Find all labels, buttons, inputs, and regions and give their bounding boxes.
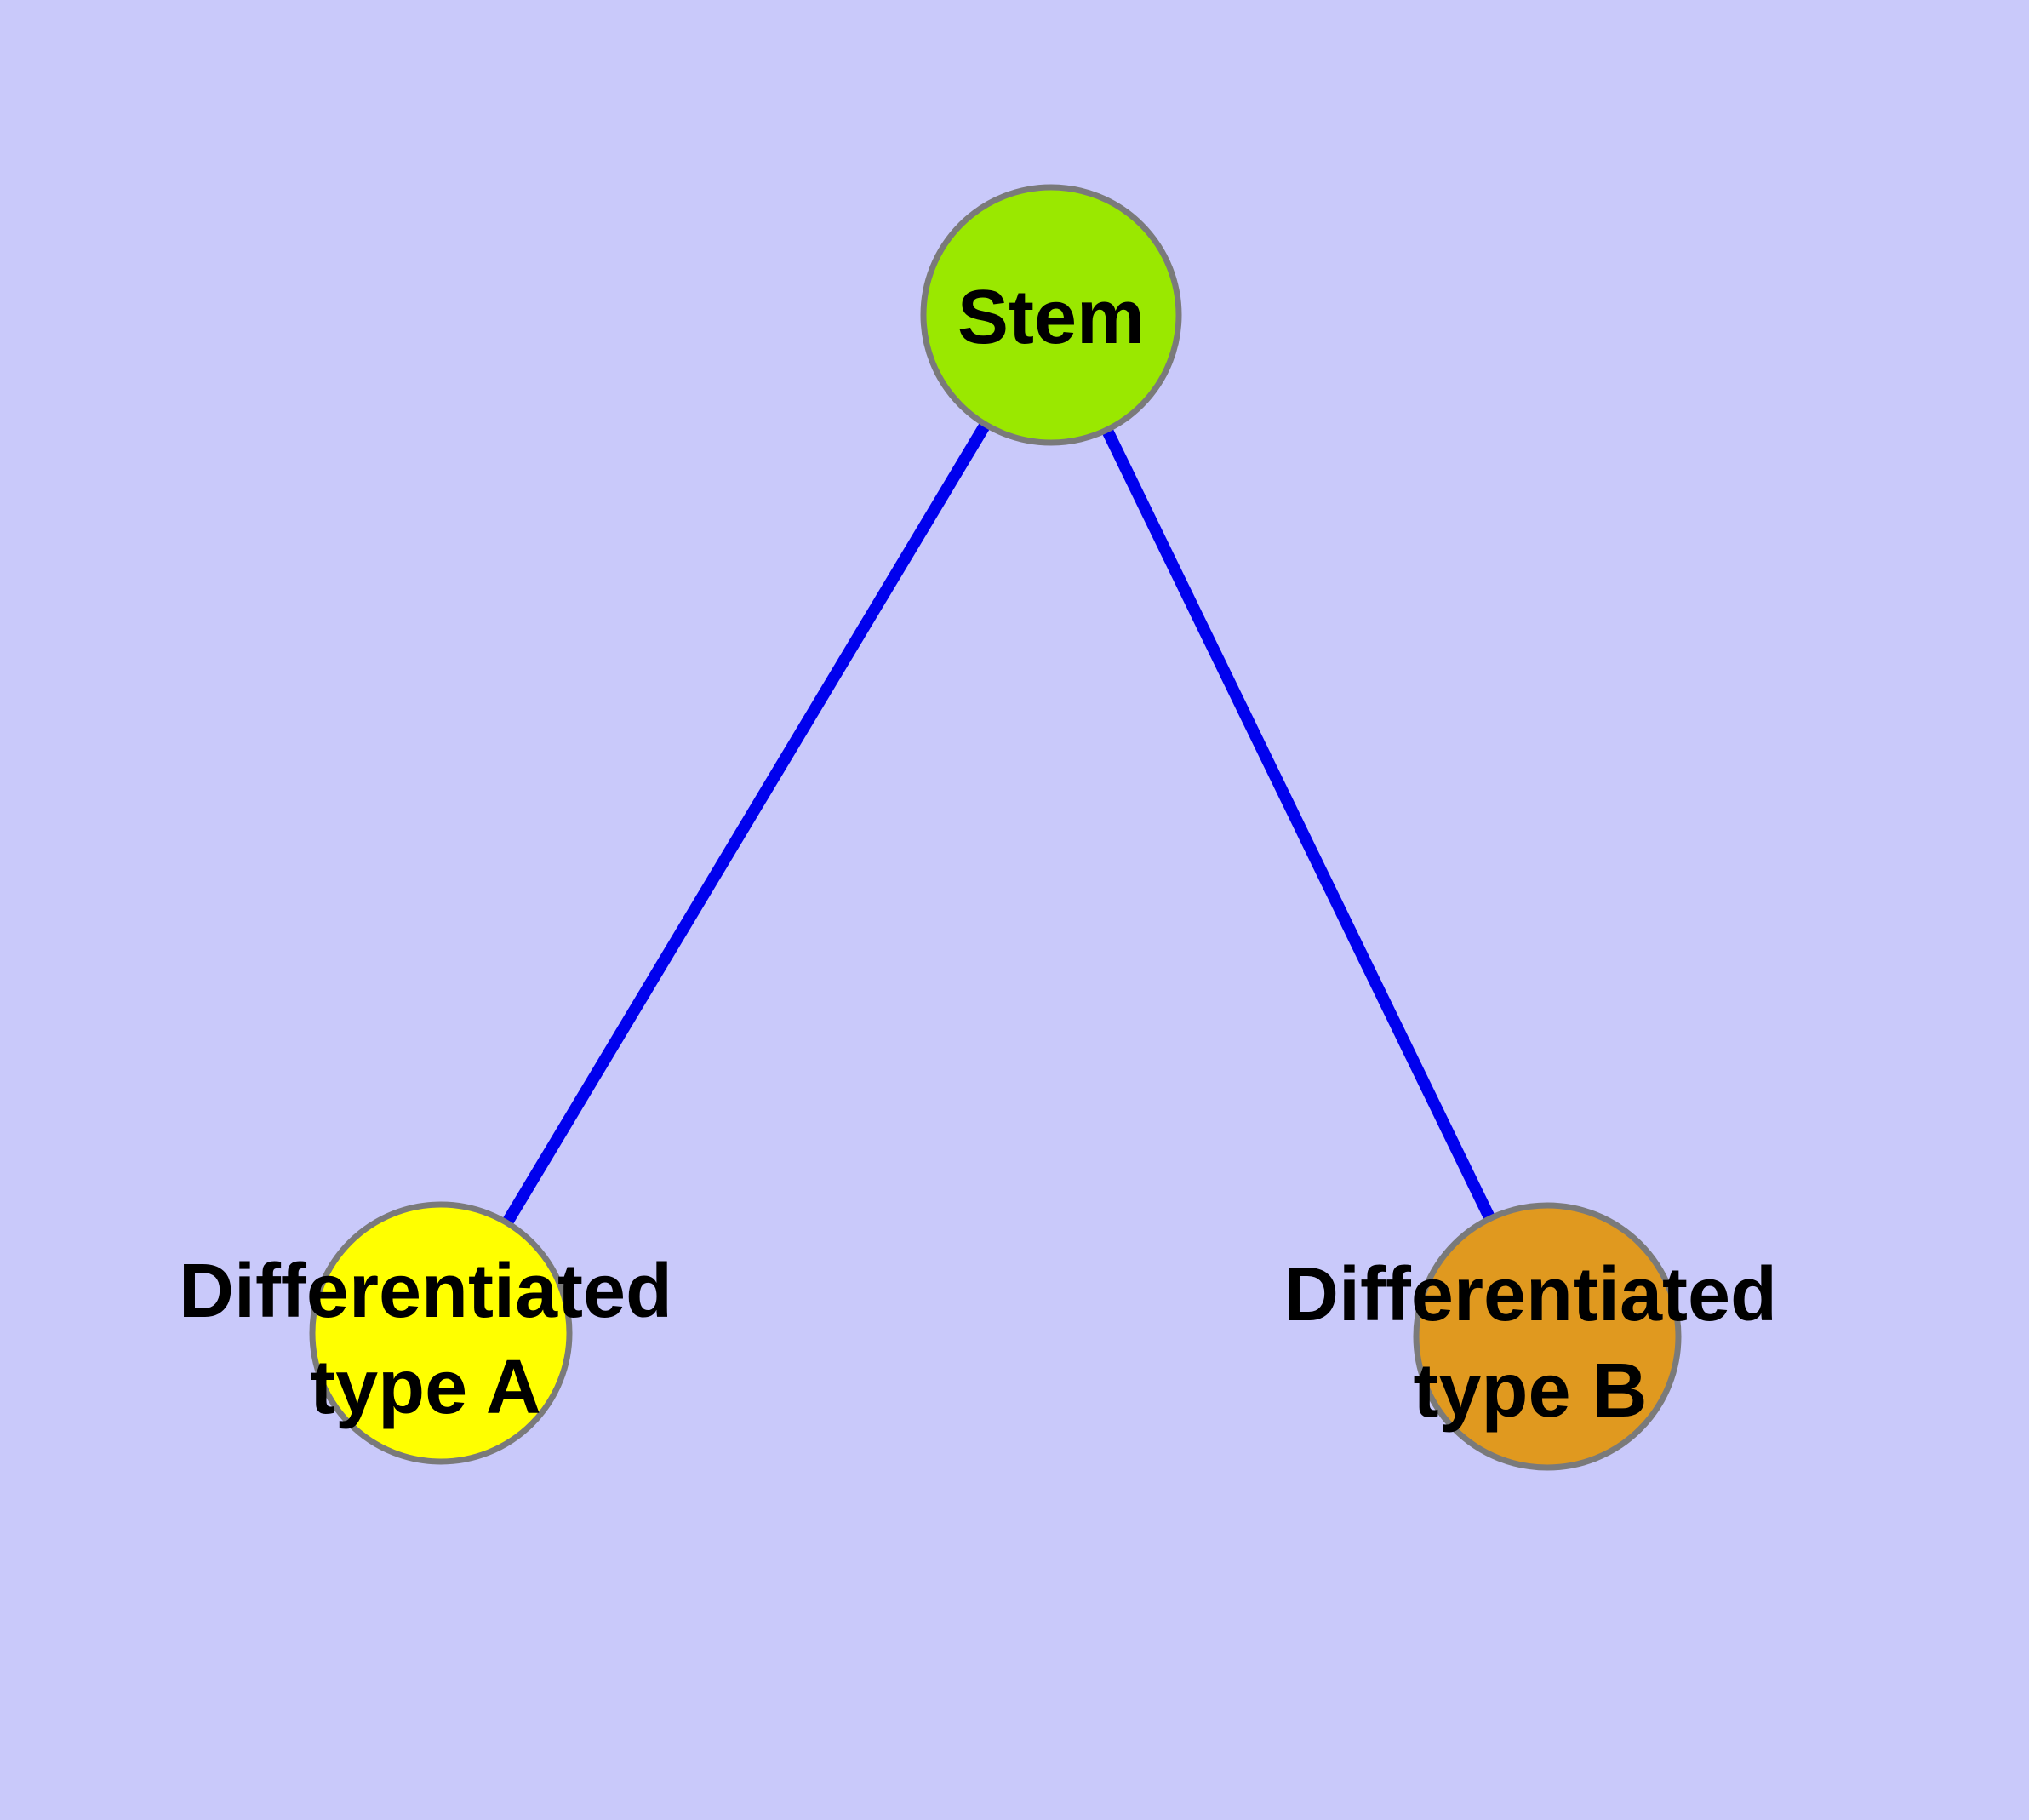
node-differentiated-type-a: Differentiated type A [179,1201,672,1465]
node-type-a-label-line2: type A [310,1345,541,1430]
node-stem-label: Stem [957,275,1145,360]
edge-stem-to-type-a [435,312,1057,1336]
node-type-a-label-line1: Differentiated [179,1249,672,1334]
edge-stem-to-type-b [1045,312,1553,1340]
node-type-a-circle [309,1201,573,1465]
node-differentiated-type-b: Differentiated type B [1283,1202,1777,1471]
node-stem-circle [920,184,1182,446]
node-type-b-label-line2: type B [1413,1348,1647,1434]
node-type-b-label-line1: Differentiated [1283,1252,1777,1337]
node-stem: Stem [920,184,1182,446]
node-type-b-circle [1413,1202,1682,1471]
